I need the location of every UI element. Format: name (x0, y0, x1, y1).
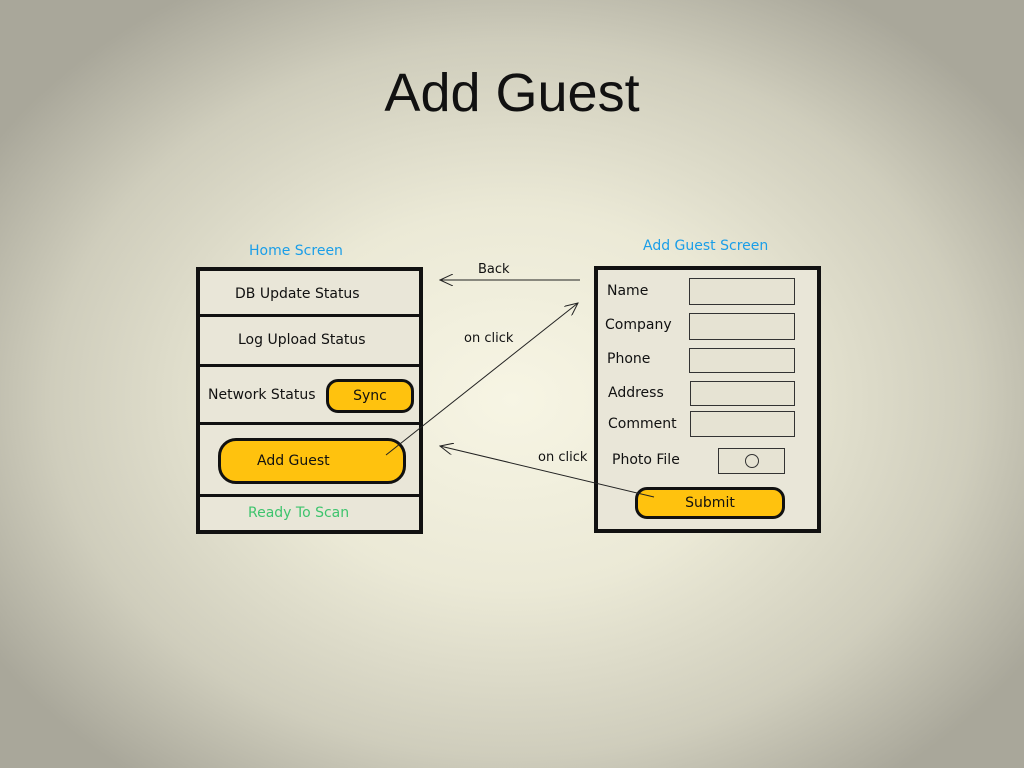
circle-icon (745, 454, 759, 468)
phone-field[interactable] (689, 348, 795, 373)
company-field[interactable] (689, 313, 795, 340)
add-guest-to-form-arrow (385, 303, 578, 456)
photo-file-picker[interactable] (718, 448, 785, 474)
add-guest-screen-label: Add Guest Screen (643, 238, 769, 254)
db-update-row: DB Update Status (200, 271, 419, 317)
comment-label: Comment (608, 416, 677, 432)
add-guest-row: Add Guest (200, 425, 419, 497)
name-label: Name (607, 283, 649, 299)
submit-button[interactable]: Submit (635, 487, 785, 519)
home-screen-label: Home Screen (249, 243, 343, 259)
log-upload-status-label: Log Upload Status (238, 332, 366, 348)
add-guest-screen-frame: Name Company Phone Address Comment Photo… (594, 266, 821, 533)
company-label: Company (605, 317, 672, 333)
add-guest-button[interactable]: Add Guest (218, 438, 406, 484)
back-arrow-label: Back (478, 262, 510, 277)
sync-button[interactable]: Sync (326, 379, 414, 413)
phone-label: Phone (607, 351, 651, 367)
home-screen-frame: DB Update Status Log Upload Status Netwo… (196, 267, 423, 534)
ready-to-scan-status: Ready To Scan (248, 505, 350, 521)
submit-to-home-arrow (440, 446, 655, 498)
network-row: Network Status Sync (200, 367, 419, 425)
photo-file-label: Photo File (612, 452, 680, 468)
name-field[interactable] (689, 278, 795, 305)
network-status-label: Network Status (208, 387, 316, 403)
db-update-status-label: DB Update Status (235, 286, 360, 302)
comment-field[interactable] (690, 411, 795, 437)
on-click-label-bottom: on click (538, 450, 588, 465)
address-label: Address (608, 385, 664, 401)
log-upload-row: Log Upload Status (200, 317, 419, 367)
ready-row: Ready To Scan (200, 497, 419, 534)
address-field[interactable] (690, 381, 795, 406)
slide-title: Add Guest (384, 63, 640, 123)
on-click-label-top: on click (464, 331, 514, 346)
